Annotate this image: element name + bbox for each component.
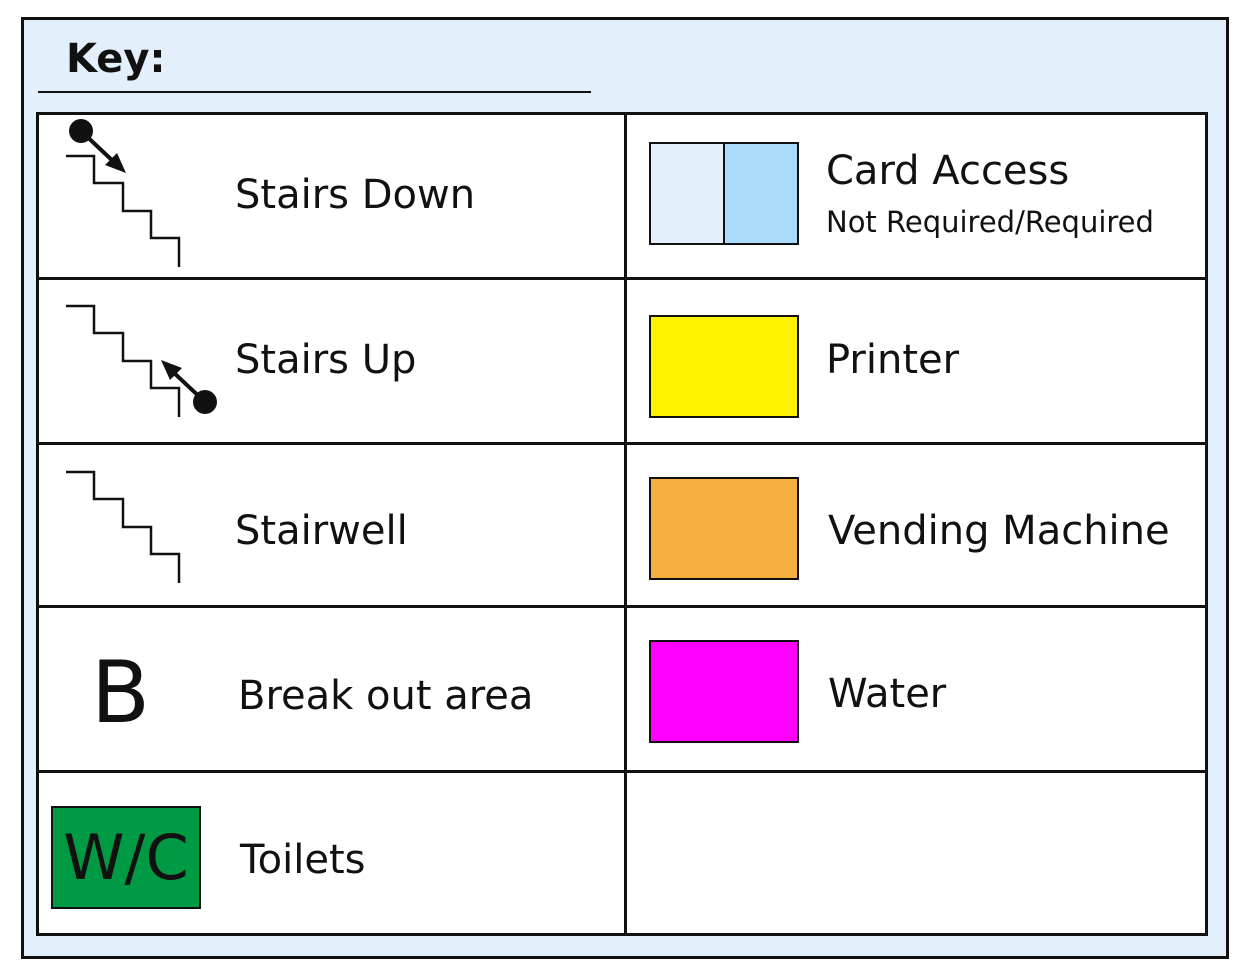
legend-label: Vending Machine — [828, 508, 1170, 554]
legend-label: Card Access — [826, 148, 1070, 194]
legend-item-card-access: Card Access Not Required/Required — [627, 115, 1211, 278]
legend-item-break-out-area: B Break out area — [39, 608, 624, 771]
card-access-not-required-swatch — [651, 144, 723, 243]
legend-item-stairwell: Stairwell — [39, 445, 624, 608]
key-title-underline — [38, 91, 591, 93]
map-key-panel: Key: Stairs Down St — [21, 17, 1229, 959]
row-divider — [39, 277, 1205, 280]
card-access-swatch — [649, 142, 799, 245]
printer-swatch — [649, 315, 799, 418]
legend-item-printer: Printer — [627, 280, 1211, 443]
legend-item-toilets: W/C Toilets — [39, 773, 624, 936]
legend-label: Stairs Up — [235, 337, 417, 383]
legend-sublabel: Not Required/Required — [826, 205, 1154, 239]
row-divider — [39, 442, 1205, 445]
legend-item-water: Water — [627, 608, 1211, 771]
breakout-letter-icon: B — [91, 643, 150, 743]
legend-label: Stairs Down — [235, 172, 476, 218]
toilets-icon: W/C — [51, 806, 201, 909]
stairs-down-icon — [66, 119, 181, 267]
legend-label: Printer — [826, 337, 960, 383]
stairwell-icon — [66, 470, 181, 583]
legend-label: Stairwell — [235, 508, 408, 554]
legend-item-stairs-up: Stairs Up — [39, 280, 624, 443]
legend-label: Break out area — [238, 673, 534, 719]
legend-label: Toilets — [240, 837, 366, 883]
legend-empty-cell — [627, 773, 1211, 936]
row-divider — [39, 605, 1205, 608]
legend-item-stairs-down: Stairs Down — [39, 115, 624, 278]
legend-label: Water — [828, 671, 947, 717]
legend-table: Stairs Down Stairs Up Stairwell B Break … — [36, 112, 1208, 936]
stairs-up-icon — [66, 304, 217, 417]
legend-item-vending-machine: Vending Machine — [627, 445, 1211, 608]
vending-machine-swatch — [649, 477, 799, 580]
water-swatch — [649, 640, 799, 743]
card-access-required-swatch — [723, 144, 797, 243]
key-title: Key: — [66, 36, 166, 82]
column-divider — [624, 115, 627, 933]
row-divider — [39, 770, 1205, 773]
